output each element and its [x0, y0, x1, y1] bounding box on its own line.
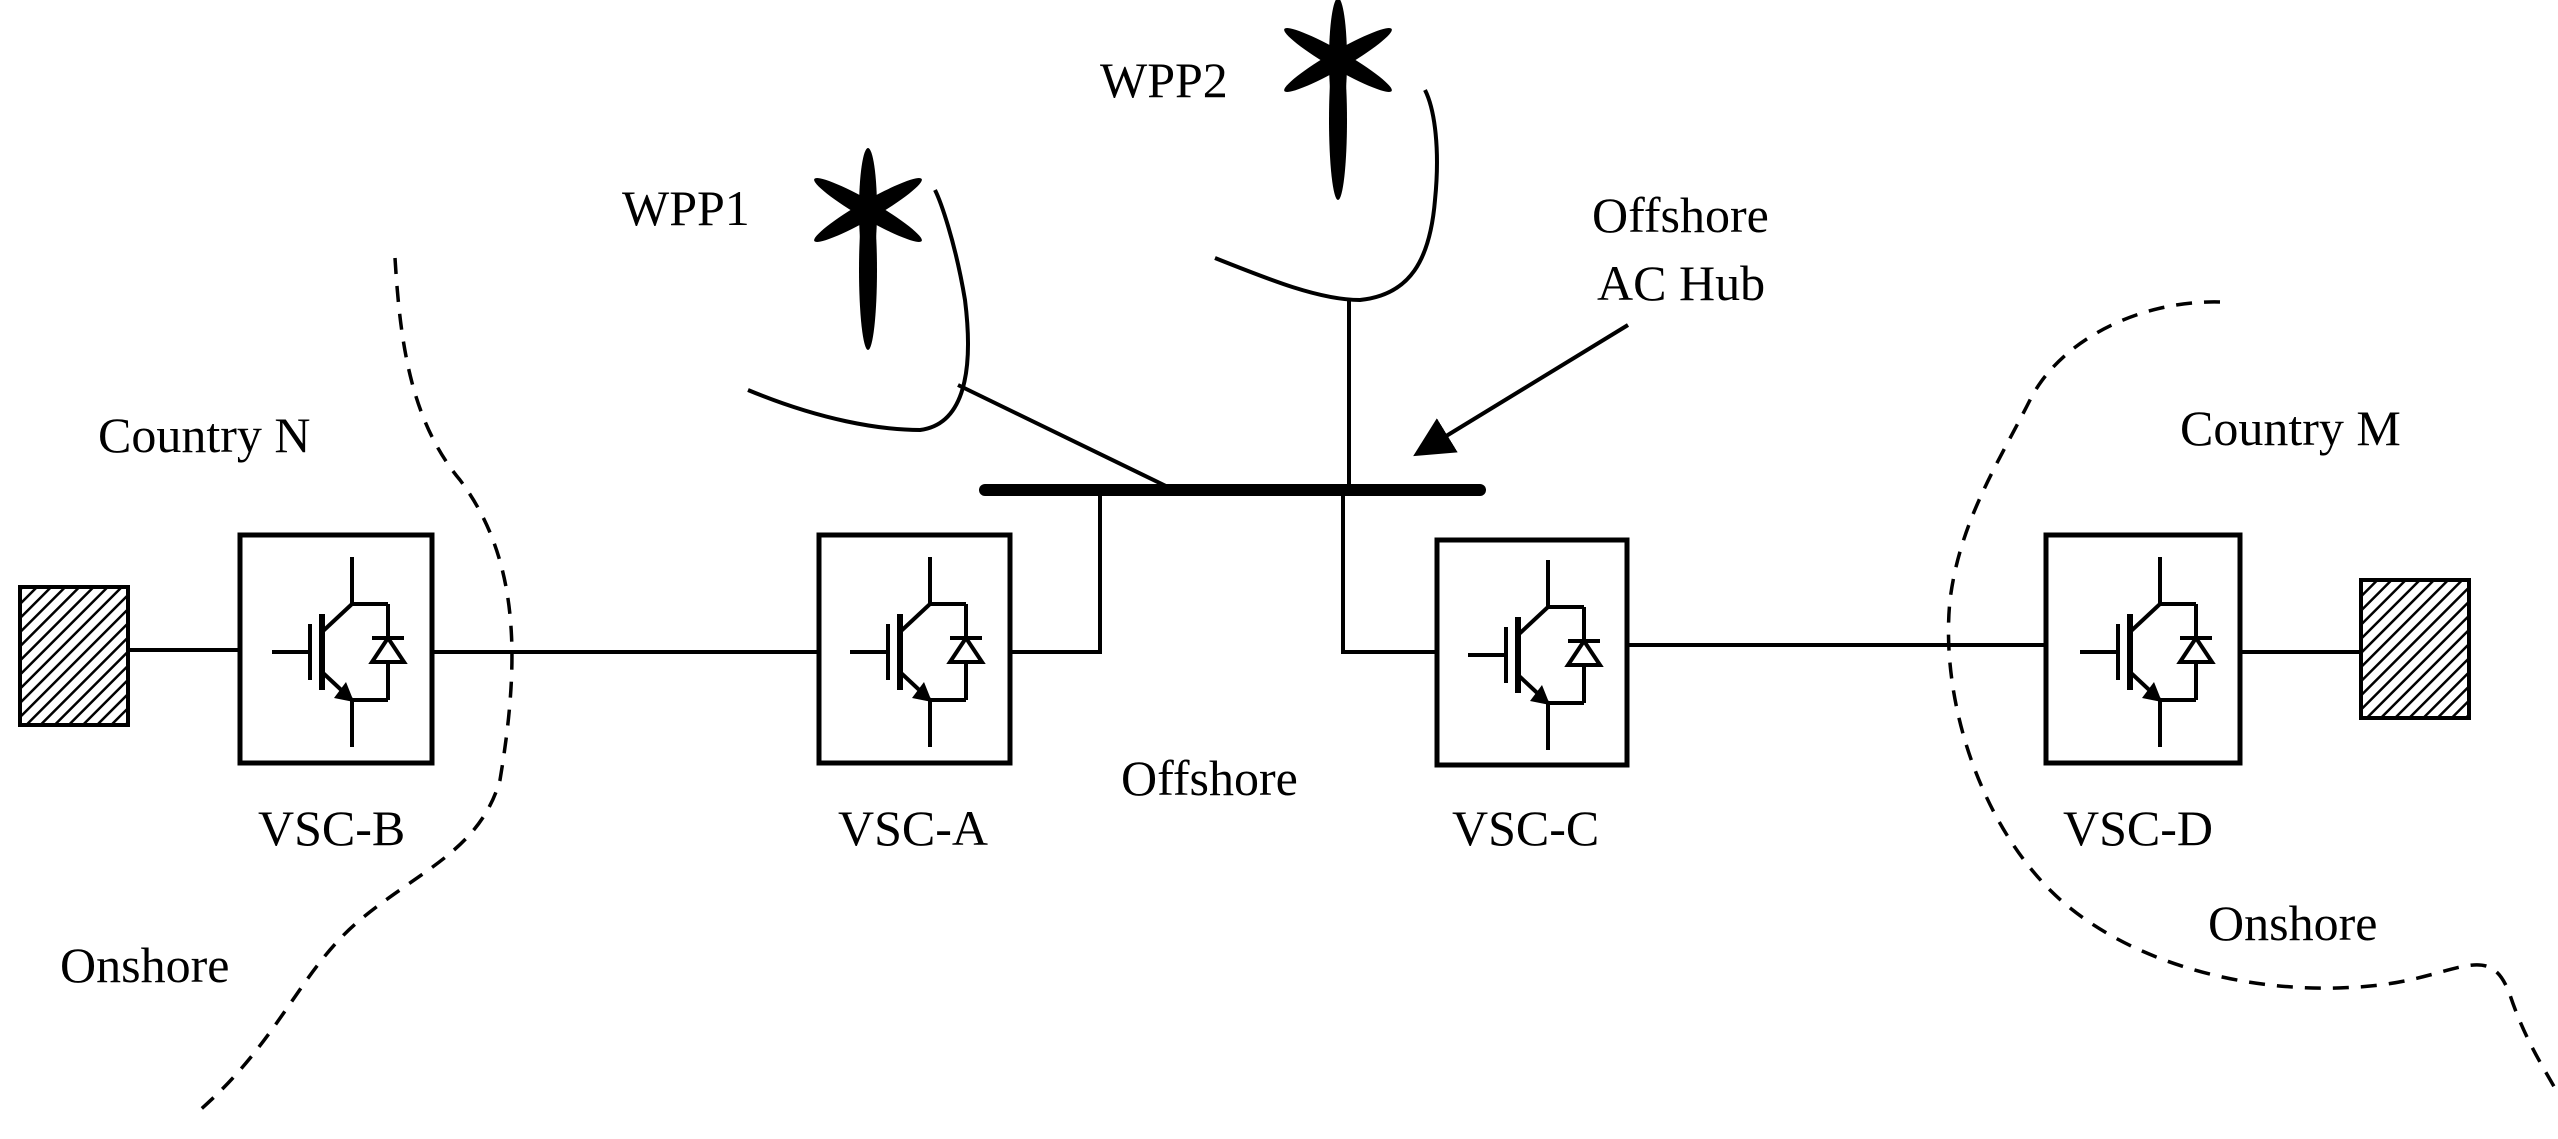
hub-label-line2: AC Hub [1597, 255, 1765, 311]
wind-turbine-icon [814, 148, 922, 350]
country-n-label: Country N [98, 407, 311, 463]
grid-terminal-left [18, 585, 130, 727]
vsc-d-label: VSC-D [2063, 800, 2213, 856]
vsc-c-label: VSC-C [1452, 800, 1599, 856]
wpp1-label: WPP1 [622, 180, 750, 236]
converter-vsc-d [2043, 532, 2243, 766]
wpp2-area-outline [1214, 89, 1439, 303]
wpp1-feeder [957, 383, 1171, 490]
converter-vsc-b [237, 532, 435, 766]
hub-label-line1: Offshore [1592, 187, 1769, 243]
wpp1-area-outline [747, 189, 970, 433]
offshore-label: Offshore [1121, 750, 1298, 806]
country-m-label: Country M [2180, 400, 2401, 456]
wind-turbine-icon [1284, 0, 1392, 200]
cable-vsc-a-to-hub [1010, 490, 1102, 654]
converter-vsc-c [1434, 537, 1630, 768]
coastline-right [1946, 300, 2558, 1091]
wpp2-label: WPP2 [1100, 52, 1228, 108]
vsc-a-label: VSC-A [838, 800, 988, 856]
onshore-right-label: Onshore [2208, 895, 2377, 951]
vsc-b-label: VSC-B [258, 800, 405, 856]
hub-arrow [1413, 323, 1630, 457]
converter-vsc-a [816, 532, 1013, 766]
coastline-left [198, 257, 514, 1112]
onshore-left-label: Onshore [60, 937, 229, 993]
cable-hub-to-vsc-c [1341, 490, 1437, 654]
grid-terminal-right [2359, 578, 2471, 720]
